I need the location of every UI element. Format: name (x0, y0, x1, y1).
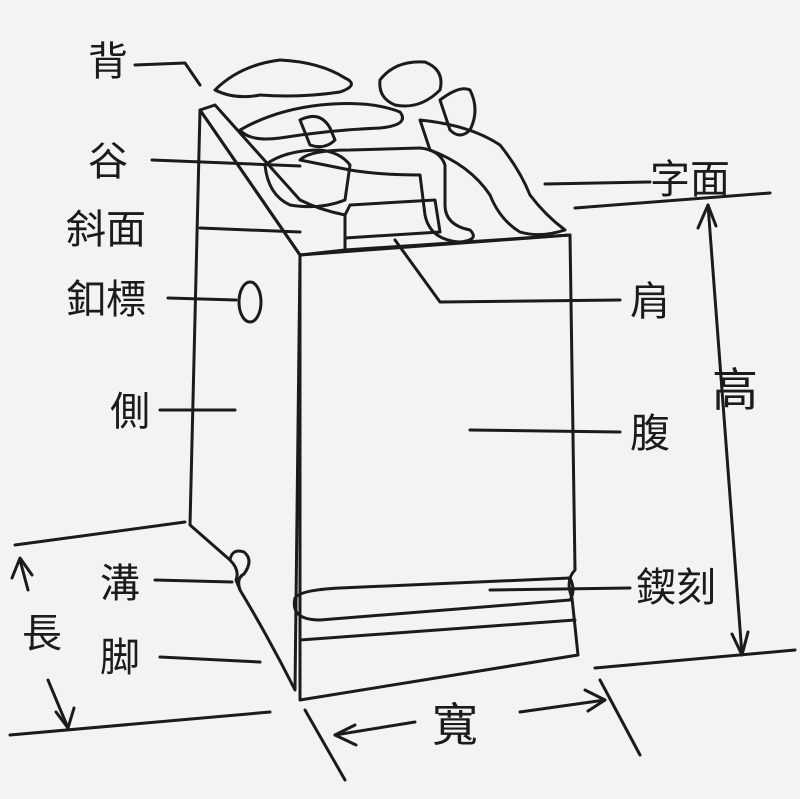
width-arrowhead-left (333, 723, 358, 747)
length-arrow-top (10, 556, 34, 580)
foot-line (298, 618, 577, 642)
width-arrow-right (518, 698, 607, 714)
leader-nick (488, 586, 632, 592)
block-front-face (298, 233, 580, 702)
label-belly: 腹 (630, 411, 670, 457)
ground-line-right (593, 648, 797, 670)
label-height: 高 (712, 363, 758, 417)
nick-band (292, 576, 575, 622)
width-arrow-left (333, 720, 417, 737)
length-arrow-bottom (54, 706, 76, 730)
character-stroke-5 (378, 60, 443, 108)
leader-back (133, 61, 202, 87)
width-extent-left (303, 708, 347, 782)
leader-shoulder (393, 238, 622, 304)
character-stroke-8 (298, 114, 337, 149)
leader-face (543, 180, 652, 186)
face-plateau (343, 198, 442, 240)
width-extent-right (598, 678, 642, 757)
leader-mark (166, 296, 238, 302)
leader-belly (468, 428, 622, 434)
length-arrow-lower (46, 678, 70, 730)
leader-groove (153, 578, 234, 584)
label-nick: 鍥刻 (636, 565, 716, 611)
ground-line-left (8, 710, 272, 737)
character-stroke-3 (263, 148, 352, 209)
character-stroke-1 (213, 58, 353, 99)
groove-notch (228, 549, 251, 592)
label-width: 寬 (432, 698, 478, 752)
character-stroke-7 (418, 118, 567, 237)
label-shoulder: 肩 (630, 279, 670, 325)
character-stroke-6 (438, 87, 477, 137)
character-stroke-4 (298, 146, 475, 244)
height-arrow-line (706, 203, 744, 657)
label-slope: 斜面 (66, 207, 146, 253)
height-arrow-bottom (730, 630, 750, 657)
leader-foot (158, 655, 262, 664)
block-side-face (188, 108, 302, 692)
leader-valley (150, 158, 302, 168)
slope-surface (198, 103, 347, 257)
label-mark: 釦標 (66, 277, 146, 323)
pin-mark (237, 280, 263, 324)
label-back: 背 (88, 39, 128, 85)
label-valley: 谷 (88, 139, 128, 185)
label-face: 字面 (650, 157, 730, 203)
label-length: 長 (22, 611, 62, 657)
label-groove: 溝 (100, 561, 140, 607)
leader-slope (198, 226, 302, 234)
width-arrowhead-right (583, 688, 607, 713)
label-side: 側 (110, 389, 150, 435)
character-stroke-2 (238, 102, 404, 141)
label-foot: 脚 (100, 635, 140, 681)
height-arrow-top (696, 203, 718, 230)
length-reference-line (13, 520, 187, 547)
face-reference-line (573, 191, 772, 210)
length-arrow-line (18, 558, 30, 592)
